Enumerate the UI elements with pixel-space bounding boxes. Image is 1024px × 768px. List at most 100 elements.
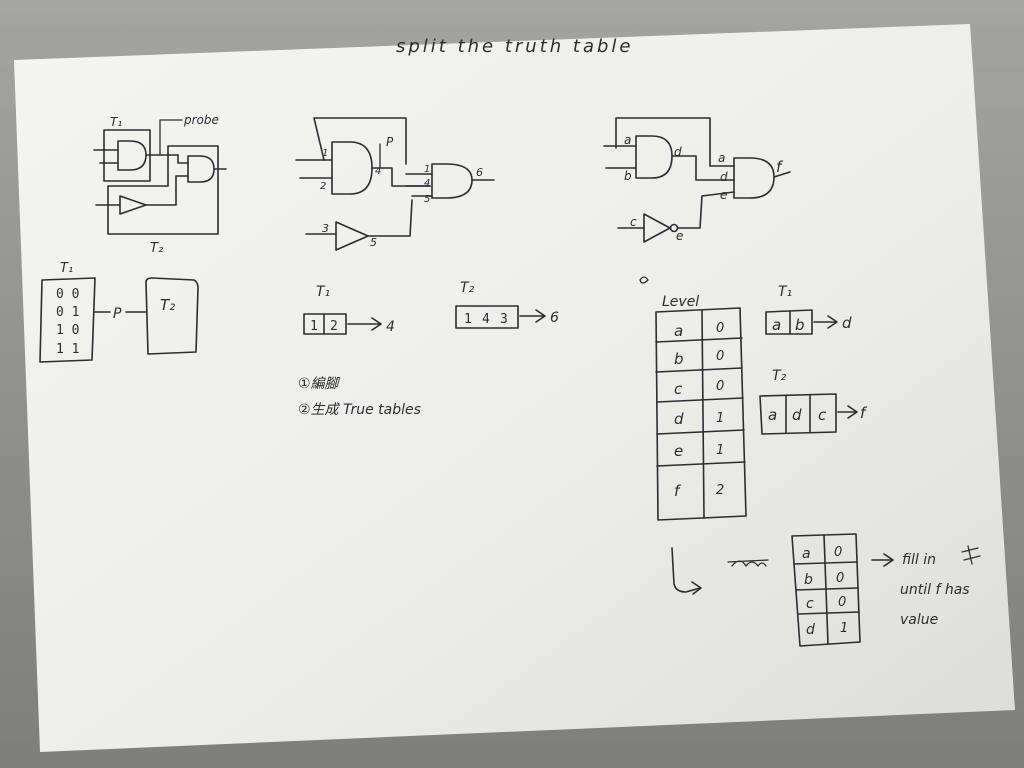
level-row-b-value: 0 [716, 349, 724, 364]
t1-row-2: 0 1 [56, 305, 79, 320]
and-gate-1-inputs [295, 159, 333, 179]
level-table-rows [655, 337, 746, 467]
pin-2-and1: 2 [320, 181, 326, 192]
right-t1-cell-a: a [772, 316, 781, 334]
level-row-e-value: 1 [716, 443, 724, 458]
right-t1-cell-b: b [795, 316, 805, 334]
buffer-gate-middle [335, 221, 369, 251]
level-row-a-value: 0 [716, 321, 724, 336]
and-gate-t2-inputs [175, 154, 227, 177]
t1-region-label: T₁ [110, 115, 122, 129]
inverter-wires [617, 191, 735, 229]
signal-c: c [630, 215, 637, 229]
t2-region-label: T₂ [150, 241, 163, 256]
t1-region-outline [103, 129, 151, 182]
step-2-note: ②生成 True tables [298, 402, 421, 418]
signal-f: f [776, 158, 784, 176]
buffer-middle-wires [305, 199, 413, 237]
t2-truth-box [145, 277, 199, 355]
middle-circuit-sketch: 1 2 P 4 1 4 5 6 3 5 T₁ 1 2 4 T₂ 1 4 3 6 … [295, 117, 559, 418]
level-row-e-signal: e [674, 442, 683, 460]
probe-label: probe [183, 113, 219, 127]
step-1-note: ①編腳 [298, 376, 341, 392]
and-gate-1-output [371, 167, 431, 187]
and2-input-a: a [718, 151, 725, 165]
page-title: split the truth table [396, 36, 634, 57]
level-table-divider [701, 309, 705, 519]
paper-sheet [14, 24, 1015, 752]
middle-t1-arrow [347, 317, 382, 331]
t2-region-outline [107, 145, 219, 235]
buffer-left-wires [95, 175, 177, 206]
fill-row-d-signal: d [806, 622, 815, 638]
right-t2-label: T₂ [772, 368, 787, 384]
signal-d: d [674, 145, 682, 159]
middle-t1-cell-2: 2 [330, 319, 338, 334]
right-t2-cell-a: a [768, 406, 777, 424]
middle-t2-arrow [519, 309, 546, 323]
middle-t2-cell-3: 3 [500, 312, 508, 327]
middle-t1-box [303, 313, 347, 335]
right-t1-label: T₁ [778, 284, 792, 300]
and-gate-ab-output [671, 155, 735, 181]
hook-arrow [671, 547, 702, 595]
pin-1-and2: 1 [424, 164, 430, 175]
level-row-d-signal: d [674, 410, 684, 428]
right-t1-box [765, 309, 813, 335]
t1-box-label: T₁ [60, 261, 73, 276]
pin-5-buf: 5 [370, 236, 377, 249]
and-gate-t1-inputs [93, 149, 119, 164]
signal-e: e [676, 229, 683, 243]
fill-row-b-value: 0 [836, 571, 844, 586]
fill-row-d-value: 1 [840, 621, 848, 636]
note-line-1: fill in [902, 552, 936, 568]
level-row-c-signal: c [674, 380, 683, 398]
t2-box-label: T₂ [160, 296, 175, 314]
p-label: P [113, 306, 122, 322]
right-t2-arrow [837, 405, 858, 419]
level-row-b-signal: b [674, 350, 684, 368]
pin-1-and1: 1 [322, 148, 328, 159]
right-t2-box [759, 393, 837, 435]
fill-table-outline [791, 533, 861, 647]
note-arrow [871, 553, 894, 567]
fill-row-c-value: 0 [838, 595, 846, 610]
pin-3-buf: 3 [322, 222, 329, 235]
middle-t2-result: 6 [550, 310, 559, 326]
middle-t1-cell-1: 1 [310, 319, 318, 334]
probe-p-label: P [386, 135, 394, 149]
pin-4-and1: 4 [375, 166, 381, 177]
fill-row-a-signal: a [802, 546, 811, 562]
left-circuit-sketch: T₁ probe T₂ T₁ 0 0 0 1 1 0 1 1 P T₂ [39, 113, 227, 363]
middle-t1-result: 4 [386, 319, 395, 335]
signal-b: b [624, 169, 632, 183]
level-row-a-signal: a [674, 322, 683, 340]
level-table-outline [655, 307, 747, 521]
level-row-d-value: 1 [716, 411, 724, 426]
right-t2-result: f [860, 404, 868, 422]
t1-row-4: 1 1 [56, 342, 79, 357]
note-scribble [961, 545, 981, 565]
right-circuit-sketch: a b d a d e f c e Level a 0 b 0 c 0 d 1 … [603, 117, 981, 647]
t1-row-1: 0 0 [56, 287, 79, 302]
t1-truth-box [39, 277, 96, 363]
right-t1-arrow [813, 315, 838, 329]
note-line-3: value [900, 612, 938, 628]
middle-t1-label: T₁ [316, 284, 330, 300]
fill-table-rows [793, 561, 860, 615]
fill-row-c-signal: c [806, 596, 814, 612]
probe-wire [159, 119, 183, 156]
level-row-f-value: 2 [716, 483, 724, 498]
pin-5-and2: 5 [424, 194, 430, 205]
and2-input-e: e [720, 188, 727, 202]
level-row-f-signal: f [674, 482, 682, 500]
middle-t2-box [455, 305, 519, 329]
fill-row-a-value: 0 [834, 545, 842, 560]
middle-t2-cell-1: 1 [464, 312, 472, 327]
right-t1-result: d [842, 314, 852, 332]
right-t2-cell-d: d [792, 406, 802, 424]
level-row-c-value: 0 [716, 379, 724, 394]
and2-input-d: d [720, 170, 728, 184]
right-frame-wire [615, 117, 735, 167]
